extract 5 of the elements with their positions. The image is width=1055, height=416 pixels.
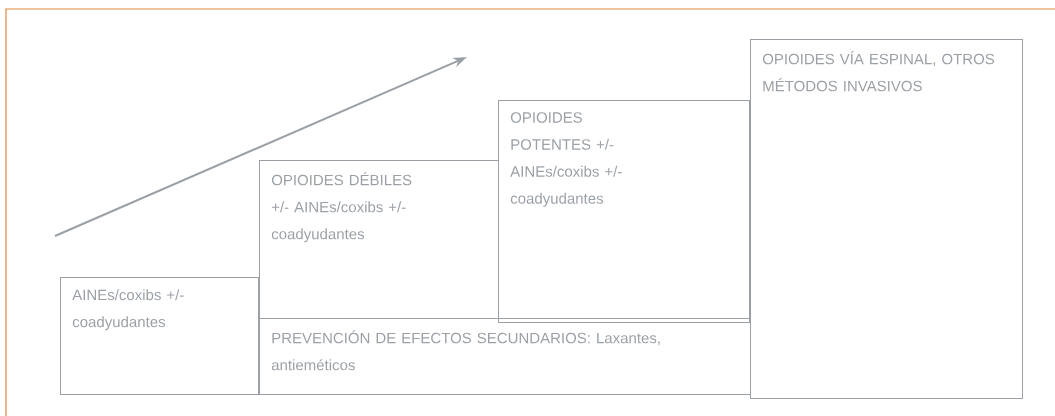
treatment-box: OPIOIDES VÍA ESPINAL, OTROS MÉTODOS INVASIVOS bbox=[750, 39, 1023, 399]
treatment-box: OPIOIDES DÉBILES +/- AINEs/coxibs +/- coadyudantes bbox=[259, 160, 499, 319]
treatment-box: OPIOIDES POTENTES +/- AINEs/coxibs +/- coadyudantes bbox=[498, 100, 750, 323]
treatment-box: AINEs/coxibs +/- coadyudantes bbox=[60, 277, 259, 395]
treatment-box: PREVENCIÓN DE EFECTOS SECUNDARIOS: Laxantes, antieméticos bbox=[259, 318, 751, 395]
